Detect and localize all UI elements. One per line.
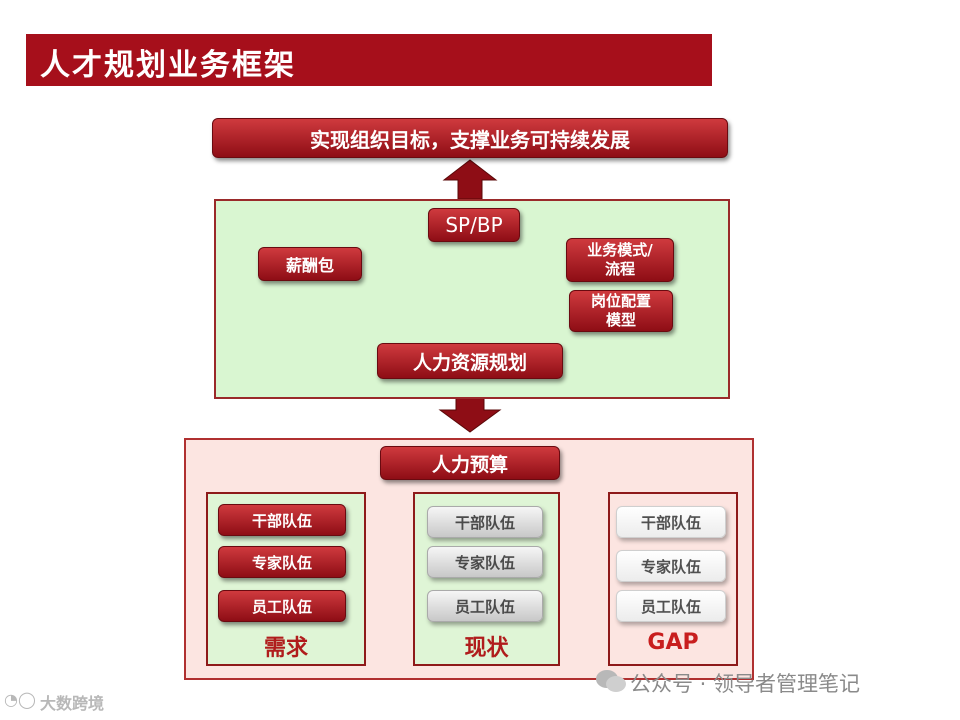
position-model-line2: 模型 xyxy=(605,311,636,329)
demand-item: 员工队伍 xyxy=(218,590,346,622)
gap-column: 干部队伍 专家队伍 员工队伍 GAP xyxy=(608,492,738,666)
gap-item: 员工队伍 xyxy=(616,590,726,622)
up-arrow xyxy=(442,159,498,200)
position-model-box: 岗位配置 模型 xyxy=(569,290,673,332)
position-model-line1: 岗位配置 xyxy=(590,292,651,310)
demand-item: 专家队伍 xyxy=(218,546,346,578)
business-model-line1: 业务模式/ xyxy=(587,241,653,259)
sp-bp-box: SP/BP xyxy=(428,208,520,242)
wechat-icon xyxy=(596,670,626,692)
business-model-box: 业务模式/ 流程 xyxy=(566,238,674,282)
goal-box: 实现组织目标，支撑业务可持续发展 xyxy=(212,118,728,158)
salary-package-box: 薪酬包 xyxy=(258,247,362,281)
logo-mark-icon: ◔◯ xyxy=(4,690,36,709)
gap-item: 专家队伍 xyxy=(616,550,726,582)
brand-logo: 大数跨境 xyxy=(40,694,105,713)
current-item: 员工队伍 xyxy=(427,590,543,622)
current-column: 干部队伍 专家队伍 员工队伍 现状 xyxy=(413,492,560,666)
demand-column: 干部队伍 专家队伍 员工队伍 需求 xyxy=(206,492,366,666)
title-bar xyxy=(26,34,712,86)
watermark-text: 公众号 · 领导者管理笔记 xyxy=(630,672,861,696)
gap-item: 干部队伍 xyxy=(616,506,726,538)
current-item: 专家队伍 xyxy=(427,546,543,578)
page-title: 人才规划业务框架 xyxy=(40,48,296,83)
current-item: 干部队伍 xyxy=(427,506,543,538)
current-label: 现状 xyxy=(464,636,509,661)
demand-item: 干部队伍 xyxy=(218,504,346,536)
gap-label: GAP xyxy=(647,630,699,655)
budget-box: 人力预算 xyxy=(380,446,560,480)
hr-planning-box: 人力资源规划 xyxy=(377,343,563,379)
demand-label: 需求 xyxy=(263,636,308,661)
business-model-line2: 流程 xyxy=(604,260,635,278)
